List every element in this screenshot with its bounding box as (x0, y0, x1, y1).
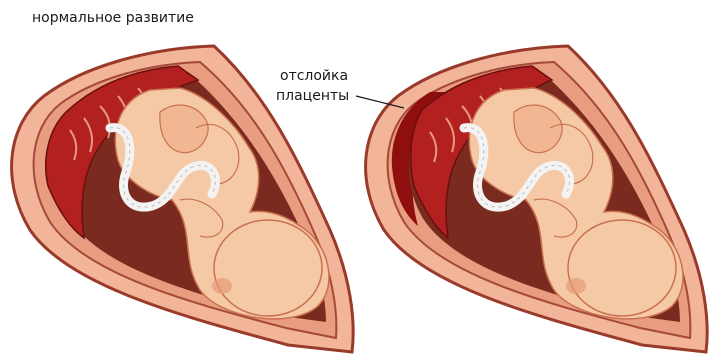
normal-development-label: нормальное развитие (32, 10, 194, 26)
abruption-label-line1: отслойка (280, 68, 348, 84)
uterus-abruption-figure (366, 46, 708, 352)
abruption-label-line2: плаценты (276, 88, 349, 104)
